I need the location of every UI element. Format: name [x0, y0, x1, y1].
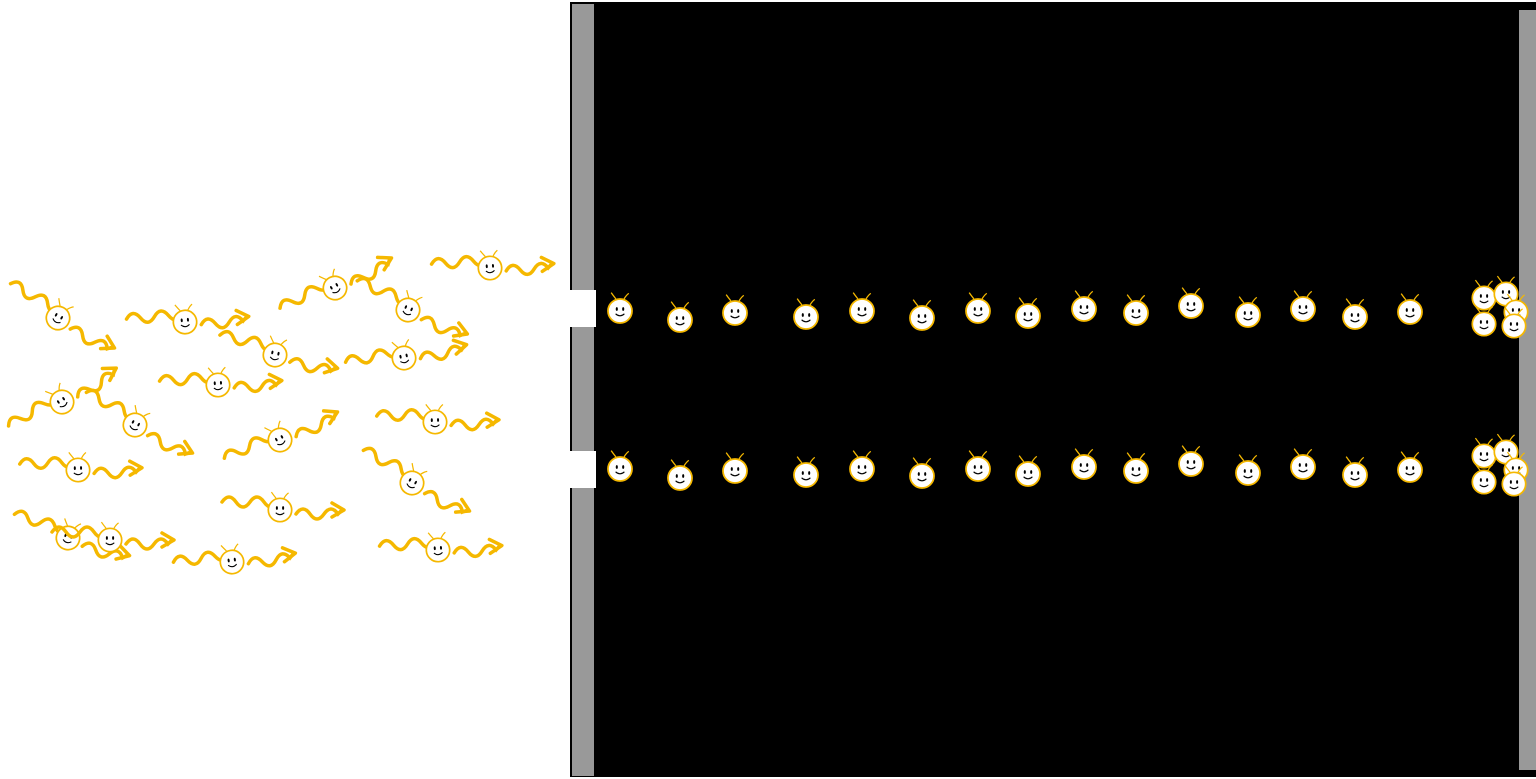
smiling-photon-icon [204, 365, 232, 399]
incoming-photon [6, 366, 119, 428]
arrow-head-icon [451, 338, 469, 356]
incoming-photon [18, 450, 144, 483]
smiling-photon-icon [260, 417, 297, 457]
incoming-photon [8, 280, 117, 352]
incoming-photon [220, 491, 346, 523]
arrow-head-icon [321, 409, 340, 426]
smiling-photon-icon [421, 402, 448, 435]
arrow-head-icon [322, 357, 340, 375]
arrow-head-icon [330, 501, 346, 519]
smiling-photon-icon [64, 450, 91, 483]
incoming-photon [377, 530, 504, 564]
smiling-photon-icon [170, 302, 199, 336]
detector-chamber [570, 2, 1536, 777]
incoming-photon [50, 521, 176, 553]
arrow-head-icon [484, 411, 501, 429]
incoming-photons [6, 248, 556, 577]
arrow-head-icon [176, 439, 195, 456]
arrow-head-icon [267, 372, 284, 391]
incoming-photon [124, 302, 251, 336]
incoming-photon [12, 509, 132, 561]
smiling-photon-icon [476, 248, 504, 282]
incoming-photon [84, 388, 195, 457]
smiling-photon-icon [387, 337, 419, 373]
arrow-head-icon [114, 543, 132, 561]
incoming-photon [222, 409, 340, 460]
arrow-head-icon [451, 321, 470, 338]
smiling-photon-icon [217, 541, 247, 577]
arrow-head-icon [487, 537, 504, 556]
incoming-photon [157, 365, 284, 399]
barrier-top-segment [572, 4, 594, 290]
arrow-head-icon [375, 255, 394, 272]
arrow-head-icon [100, 366, 119, 383]
arrow-head-icon [160, 531, 176, 549]
smiling-photon-icon [315, 265, 352, 305]
smiling-photon-icon [424, 530, 452, 564]
arrow-head-icon [453, 497, 472, 514]
smiling-photon-icon [97, 521, 123, 553]
barrier-bottom-segment [572, 488, 594, 776]
smiling-photon-icon [267, 491, 293, 523]
arrow-head-icon [127, 459, 144, 477]
arrow-head-icon [98, 334, 117, 351]
smiling-photon-icon [260, 334, 292, 370]
arrow-head-icon [280, 546, 298, 564]
incoming-photon [278, 255, 394, 310]
double-slit-barrier [570, 4, 596, 776]
incoming-photon [375, 402, 501, 435]
incoming-photon [343, 337, 469, 373]
incoming-photon [361, 446, 472, 515]
smiling-photon-icon [41, 379, 79, 419]
slit-lower-opening [570, 451, 596, 488]
slit-upper-opening [570, 290, 596, 327]
incoming-photon [218, 329, 340, 375]
arrow-head-icon [234, 308, 251, 327]
detector-screen [1519, 10, 1536, 770]
incoming-photon [429, 248, 556, 282]
barrier-middle-segment [572, 327, 594, 451]
incoming-photon [171, 541, 298, 577]
arrow-head-icon [539, 255, 556, 274]
incoming-photon [355, 276, 470, 338]
